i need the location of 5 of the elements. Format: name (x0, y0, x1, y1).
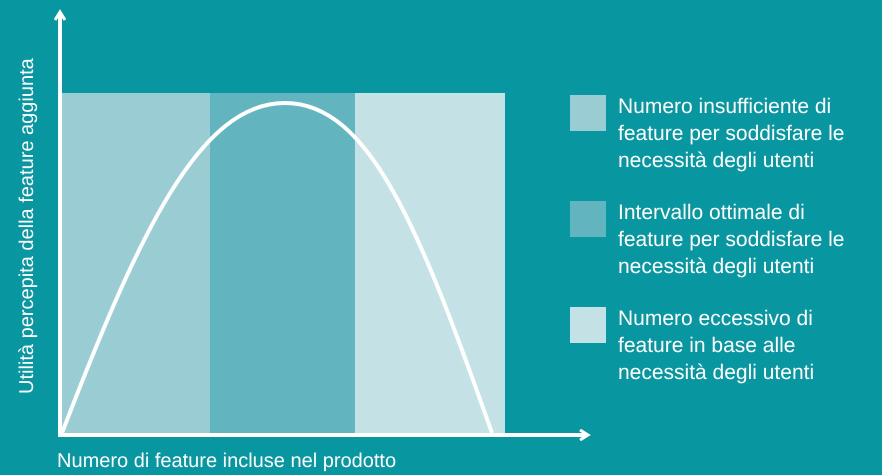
y-axis-title: Utilità percepita della feature aggiunta (15, 57, 39, 396)
legend-label: Numero insufficiente di feature per soddisfare le necessità degli utenti (618, 94, 846, 174)
legend-label: Intervallo ottimale di feature per soddisfare le necessità degli utenti (618, 200, 846, 280)
legend-label: Numero eccessivo di feature in base alle necessità degli utenti (618, 306, 816, 386)
x-axis-title: Numero di feature incluse nel prodotto (57, 449, 396, 474)
